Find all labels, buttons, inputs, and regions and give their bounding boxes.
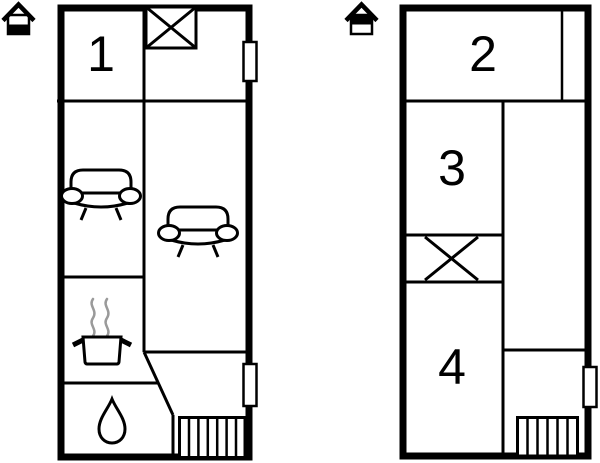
sofa-icon (157, 205, 239, 258)
house-lower-level-filled-icon (1, 1, 36, 36)
room-label-3: 3 (438, 140, 466, 196)
room-label-1: 1 (87, 26, 115, 82)
water-drop-icon (97, 394, 127, 445)
upper-outer-wall (399, 4, 592, 460)
room-label-4: 4 (438, 339, 466, 395)
ground-interior-walls (57, 5, 252, 459)
sofa-icon (60, 168, 142, 221)
x-window-icon (424, 235, 479, 282)
house-upper-level-filled-icon (344, 1, 379, 36)
stairs-icon (178, 416, 247, 459)
stairs-icon (516, 416, 579, 458)
floor-plan-ground: 1 (57, 4, 258, 461)
x-window-icon (144, 5, 198, 50)
door-marker (242, 362, 258, 408)
door-marker (582, 365, 598, 409)
room-label-2: 2 (469, 26, 497, 82)
cooking-pot-icon (71, 297, 133, 366)
door-marker (242, 40, 258, 83)
floor-plan-upper: 2 3 4 (399, 4, 598, 460)
upper-interior-walls (400, 99, 591, 456)
steam-icon (90, 297, 110, 338)
